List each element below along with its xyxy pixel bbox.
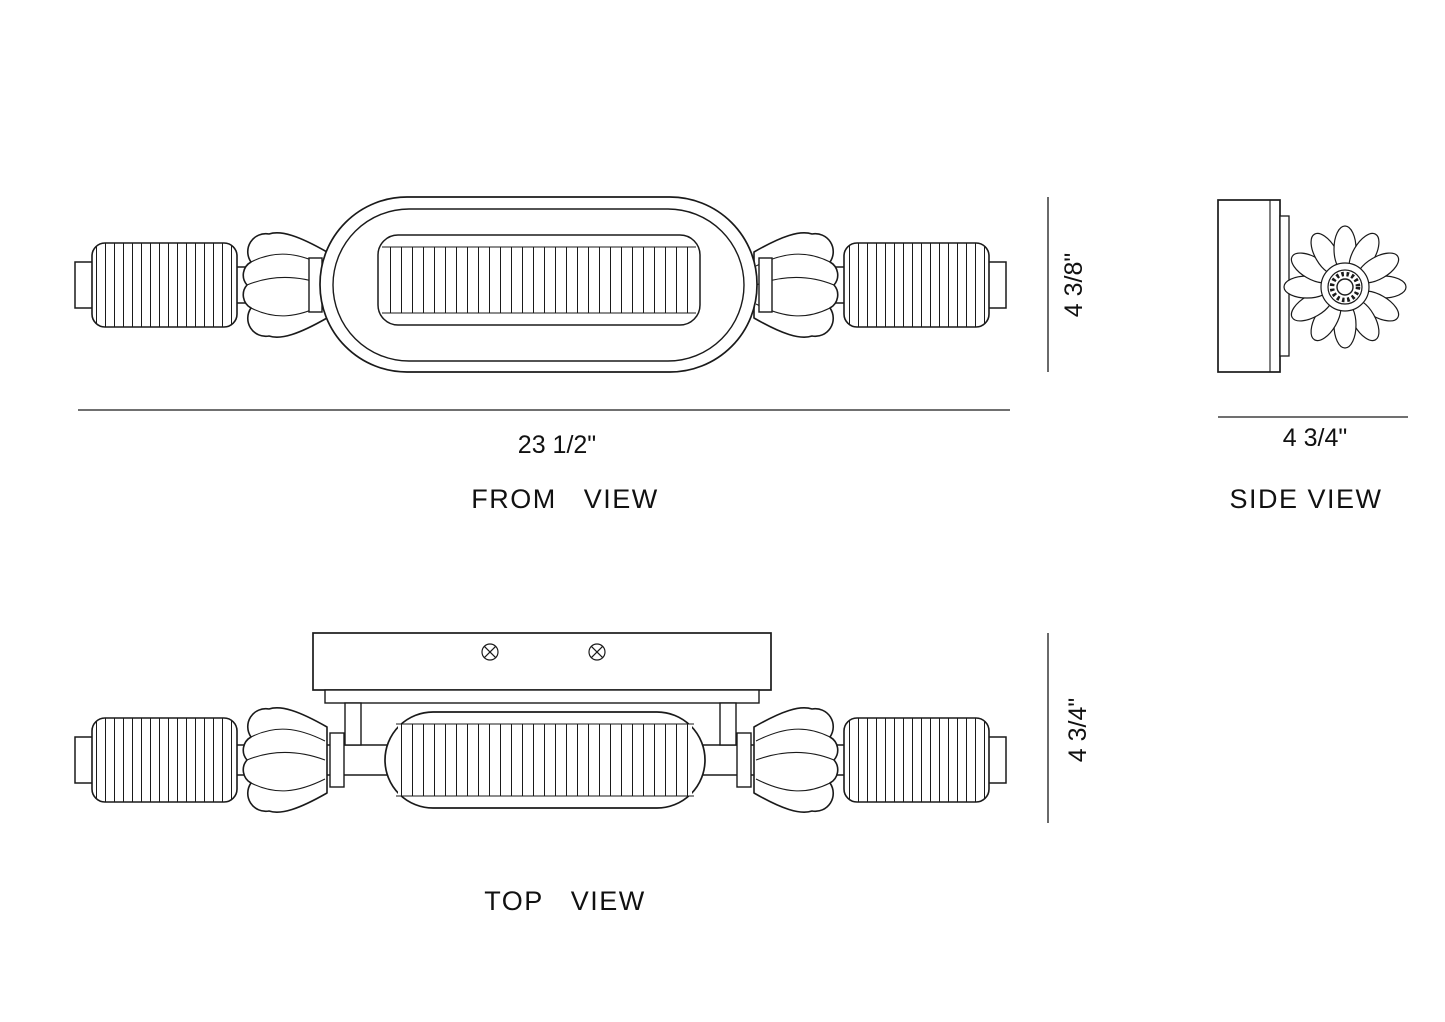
side-view: 4 3/4" SIDE VIEW — [1217, 199, 1408, 514]
stem — [344, 702, 362, 746]
mounting-plate-lip — [324, 689, 760, 704]
front-view-label: FROM VIEW — [471, 484, 659, 514]
front-left-assembly — [74, 232, 328, 339]
screw-icon — [481, 643, 499, 661]
front-right-assembly — [754, 233, 1006, 337]
rosette — [1283, 225, 1407, 349]
top-left-assembly — [74, 702, 362, 814]
top-view-label: TOP VIEW — [484, 886, 646, 916]
side-width-dim-text: 4 3/4" — [1283, 424, 1347, 452]
ribbed-end-cap — [91, 242, 238, 328]
backplate-side — [1217, 199, 1281, 373]
front-center-capsule — [319, 196, 758, 373]
top-depth-dim-text: 4 3/4" — [1064, 698, 1092, 762]
ribbed-end-cap — [91, 717, 238, 803]
top-center-capsule — [384, 711, 706, 809]
end-nub — [74, 736, 94, 784]
screw-icon — [588, 643, 606, 661]
front-width-dim-text: 23 1/2" — [518, 431, 596, 459]
collar-band — [329, 732, 345, 788]
top-view: 4 3/4" TOP VIEW — [74, 632, 1092, 916]
front-height-dim-text: 4 3/8" — [1060, 253, 1088, 317]
mounting-plate — [312, 632, 772, 691]
front-view: 4 3/8" 23 1/2" FROM VIEW — [74, 196, 1088, 514]
side-view-label: SIDE VIEW — [1229, 484, 1382, 514]
end-nub — [74, 261, 94, 309]
top-right-assembly — [720, 703, 1006, 812]
crystal-flower — [242, 706, 328, 814]
